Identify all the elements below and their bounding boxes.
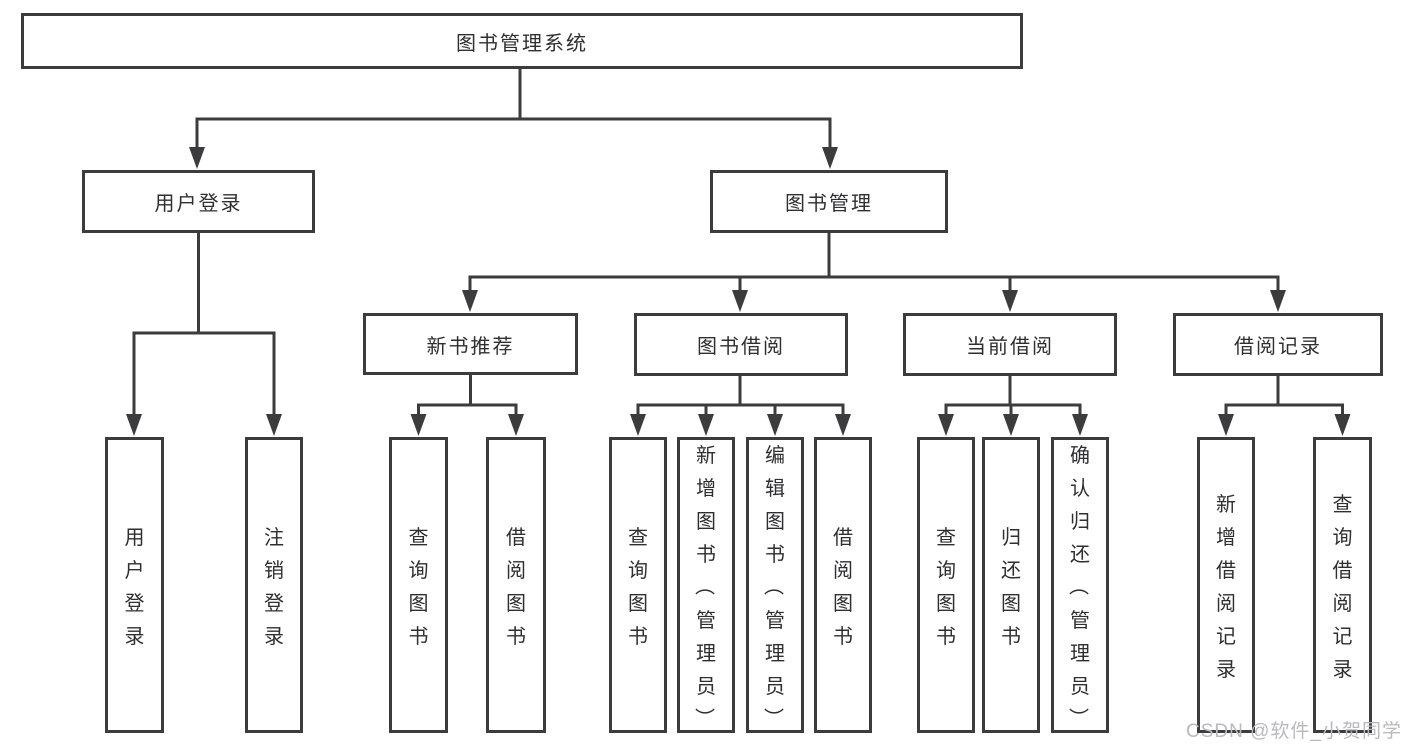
leaf-query-books-2: 查询图书 xyxy=(609,437,667,733)
leaf-add-borrow-record: 新增借阅记录 xyxy=(1197,437,1255,733)
leaf-return-books: 归还图书 xyxy=(982,437,1040,733)
csdn-watermark: CSDN @软件_小贺同学 xyxy=(1186,721,1402,742)
leaf-query-books-1: 查询图书 xyxy=(389,437,448,733)
node-current-borrow: 当前借阅 xyxy=(903,313,1117,376)
leaf-label: 查询图书 xyxy=(628,527,648,648)
node-book-borrow: 图书借阅 xyxy=(634,313,848,376)
node-borrow-records: 借阅记录 xyxy=(1173,313,1383,376)
leaf-label: 查询图书 xyxy=(936,527,956,648)
node-label: 借阅记录 xyxy=(1234,336,1322,358)
node-label: 图书管理系统 xyxy=(456,32,588,55)
leaf-add-books-admin: 新增图书（管理员） xyxy=(677,437,735,733)
leaf-edit-books-admin: 编辑图书（管理员） xyxy=(746,437,804,733)
node-label: 用户登录 xyxy=(154,193,243,215)
leaf-label: 用户登录 xyxy=(124,527,145,648)
leaf-query-books-3: 查询图书 xyxy=(917,437,975,733)
leaf-user-login: 用户登录 xyxy=(105,437,164,733)
node-label: 新书推荐 xyxy=(426,335,515,358)
leaf-label: 查询借阅记录 xyxy=(1332,494,1353,681)
leaf-label: 新增图书（管理员） xyxy=(692,444,717,728)
leaf-label: 归还图书 xyxy=(1001,527,1021,648)
leaf-label: 新增借阅记录 xyxy=(1216,494,1236,681)
arrowhead-icons xyxy=(126,147,1351,436)
node-new-book-recommend: 新书推荐 xyxy=(363,313,578,375)
node-library-management-system: 图书管理系统 xyxy=(21,13,1023,69)
node-user-login: 用户登录 xyxy=(82,170,315,233)
leaf-borrow-books-1: 借阅图书 xyxy=(486,437,546,733)
leaf-label: 确认归还（管理员） xyxy=(1066,444,1091,728)
leaf-label: 借阅图书 xyxy=(833,527,853,648)
leaf-label: 编辑图书（管理员） xyxy=(761,444,786,728)
leaf-borrow-books-2: 借阅图书 xyxy=(814,437,872,733)
leaf-label: 查询图书 xyxy=(408,527,429,648)
node-book-management: 图书管理 xyxy=(710,170,948,233)
leaf-confirm-return-admin: 确认归还（管理员） xyxy=(1051,437,1109,733)
node-label: 图书管理 xyxy=(785,193,873,215)
node-label: 图书借阅 xyxy=(697,336,785,358)
leaf-query-borrow-record: 查询借阅记录 xyxy=(1313,437,1372,733)
node-label: 当前借阅 xyxy=(966,336,1054,358)
leaf-logout: 注销登录 xyxy=(245,437,303,733)
leaf-label: 注销登录 xyxy=(264,527,284,648)
leaf-label: 借阅图书 xyxy=(506,527,526,648)
